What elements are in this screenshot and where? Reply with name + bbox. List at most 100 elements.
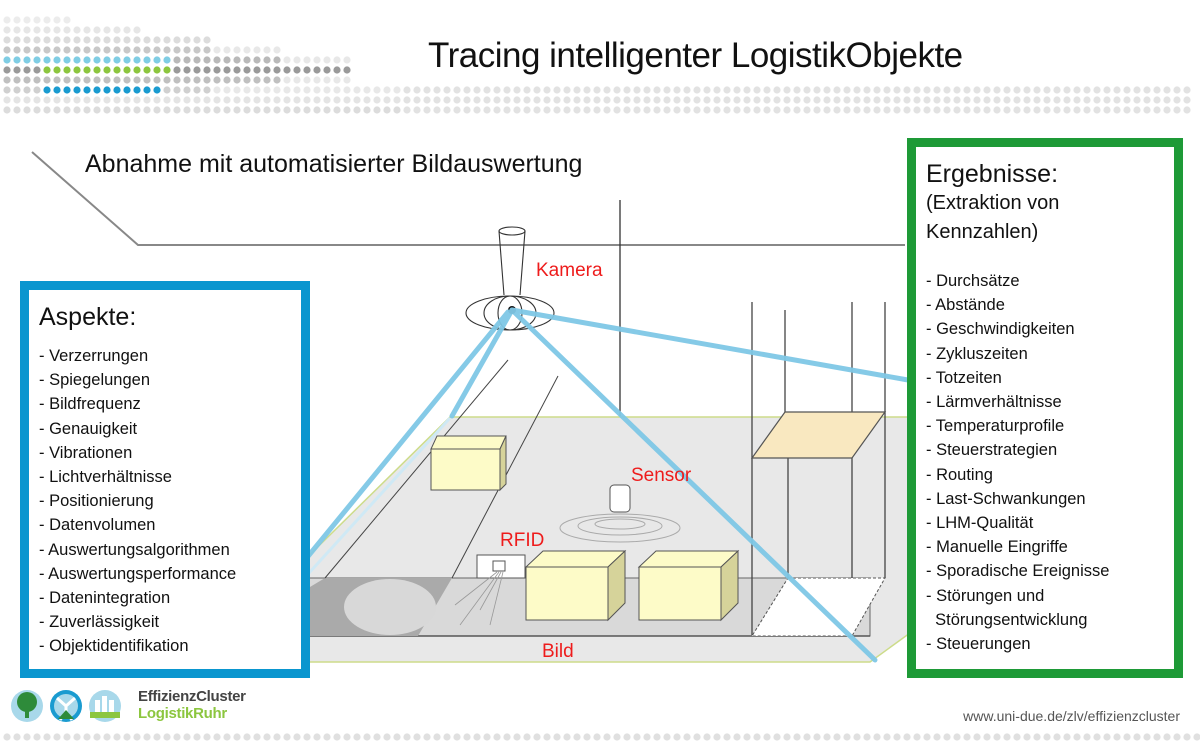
decor-dot [13,46,21,54]
decor-dot [253,56,261,64]
decor-dot [1173,96,1181,104]
decor-dot [243,106,251,114]
decor-dot [353,96,361,104]
decor-dot [93,46,101,54]
decor-dot [53,106,61,114]
decor-dot [3,46,11,54]
decor-dot [113,96,121,104]
camera-icon [465,226,555,331]
decor-dot [343,733,351,741]
decor-dot [1173,106,1181,114]
decor-dot [53,96,61,104]
decor-dot [273,96,281,104]
decor-dot [313,733,321,741]
decor-dot [3,106,11,114]
decor-dot [483,86,491,94]
decor-dot [63,86,71,94]
decor-dot [603,86,611,94]
decor-dot [433,96,441,104]
decor-dot [143,86,151,94]
decor-dot [73,56,81,64]
diagram-subtitle: Abnahme mit automatisierter Bildauswertu… [85,150,583,178]
aspects-heading: Aspekte: [39,303,137,331]
results-item: - Manuelle Eingriffe [926,538,1068,557]
decor-dot [123,96,131,104]
decor-dot [453,96,461,104]
results-subheading-line2: Kennzahlen) [926,221,1039,243]
city-logo-icon [89,690,121,722]
decor-dot [273,733,281,741]
decor-dot [33,106,41,114]
decor-dot [253,76,261,84]
ceiling-line [31,151,905,246]
decor-dot [573,96,581,104]
decor-dot [73,36,81,44]
decor-dot [73,26,81,34]
decor-dot [3,36,11,44]
decor-dot [923,96,931,104]
decor-dot [813,96,821,104]
decor-dot [1063,733,1071,741]
decor-dot [163,56,171,64]
decor-dot [183,66,191,74]
decor-dot [623,106,631,114]
decor-dot [333,86,341,94]
decor-dot [353,733,361,741]
decor-dot [33,26,41,34]
decor-dot [723,106,731,114]
results-item: - Geschwindigkeiten [926,320,1075,339]
decor-dot [23,36,31,44]
decor-dot [63,56,71,64]
decor-dot [373,96,381,104]
decor-dot [23,26,31,34]
decor-dot [173,36,181,44]
package-box-front-2 [637,549,740,622]
decor-dot [413,733,421,741]
decor-dot [33,76,41,84]
decor-dot [713,86,721,94]
decor-dot [203,76,211,84]
decor-dot [1003,733,1011,741]
decor-dot [103,56,111,64]
decor-dot [3,96,11,104]
decor-dot [823,86,831,94]
decor-dot [973,733,981,741]
decor-dot [1053,733,1061,741]
decor-dot [653,96,661,104]
results-item: - Durchsätze [926,272,1020,290]
decor-dot [1173,86,1181,94]
decor-dot [1183,86,1191,94]
decor-dot [1113,86,1121,94]
decor-dot [393,106,401,114]
decor-dot [1153,96,1161,104]
decor-dot [943,106,951,114]
decor-dot [293,96,301,104]
decor-dot [243,76,251,84]
decor-dot [1123,733,1131,741]
decor-dot [803,106,811,114]
decor-dot [753,96,761,104]
decor-dot [293,106,301,114]
decor-dot [393,733,401,741]
decor-dot [333,66,341,74]
decor-dot [113,26,121,34]
decor-dot [183,86,191,94]
decor-dot [763,106,771,114]
decor-dot [353,106,361,114]
decor-dot [13,36,21,44]
decor-dot [783,86,791,94]
decor-dot [1013,733,1021,741]
decor-dot [653,733,661,741]
decor-dot [123,46,131,54]
decor-dot [1103,733,1111,741]
aspects-item: - Objektidentifikation [39,637,189,656]
decor-dot [533,733,541,741]
decor-dot [1033,86,1041,94]
decor-dot [1143,733,1151,741]
decor-dot [153,56,161,64]
decor-dot [253,66,261,74]
decor-dot [193,96,201,104]
sensor-label: Sensor [631,465,692,486]
decor-dot [893,96,901,104]
decor-dot [113,36,121,44]
